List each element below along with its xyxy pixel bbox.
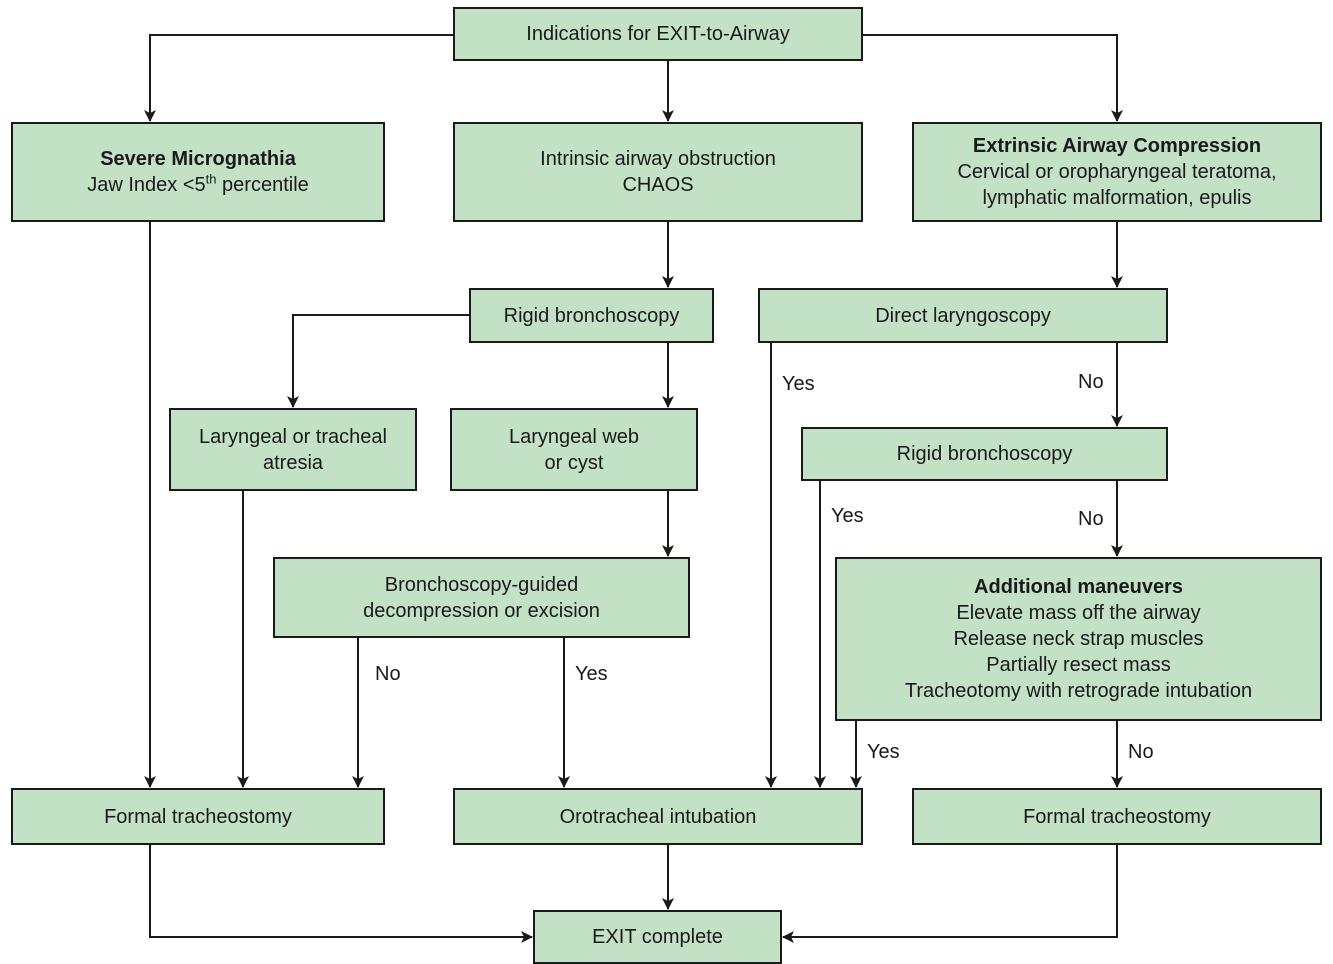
extrinsic-title: Extrinsic Airway Compression: [972, 135, 1262, 157]
formal-tracheostomy-left-node: Formal tracheostomy: [11, 788, 385, 845]
arrow-formal-trach-right-to-exit: [782, 845, 1118, 943]
exit-complete-node: EXIT complete: [533, 910, 782, 964]
extrinsic-line2: lymphatic malformation, epulis: [982, 187, 1252, 209]
formal-tracheostomy-left-label: Formal tracheostomy: [104, 805, 292, 828]
web-cyst-node: Laryngeal web or cyst: [450, 408, 698, 491]
direct-laryngoscopy-node: Direct laryngoscopy: [758, 288, 1168, 343]
label-no-maneuvers: No: [1128, 741, 1154, 763]
label-yes-maneuvers: Yes: [867, 741, 900, 763]
arrow-formal-trach-left-to-exit: [149, 845, 533, 943]
label-yes-decompression: Yes: [575, 663, 608, 685]
orotracheal-intubation-label: Orotracheal intubation: [559, 805, 757, 828]
maneuvers-item: Tracheotomy with retrograde intubation: [904, 680, 1253, 702]
atresia-node: Laryngeal or tracheal atresia: [169, 408, 417, 491]
decompression-line1: Bronchoscopy-guided: [384, 573, 579, 596]
decompression-node: Bronchoscopy-guided decompression or exc…: [273, 557, 690, 638]
label-yes-rigid-bronchoscopy: Yes: [831, 505, 864, 527]
label-no-decompression: No: [375, 663, 401, 685]
intrinsic-line1: Intrinsic airway obstruction: [540, 148, 776, 170]
root-node: Indications for EXIT-to-Airway: [453, 7, 863, 61]
decompression-line2: decompression or excision: [363, 599, 600, 622]
maneuvers-title: Additional maneuvers: [974, 576, 1183, 598]
extrinsic-node: Extrinsic Airway Compression Cervical or…: [912, 122, 1322, 222]
maneuvers-item: Elevate mass off the airway: [956, 602, 1201, 624]
direct-laryngoscopy-label: Direct laryngoscopy: [875, 304, 1051, 327]
web-cyst-line1: Laryngeal web: [508, 425, 640, 448]
extrinsic-line1: Cervical or oropharyngeal teratoma,: [957, 161, 1277, 183]
label-no-rigid-bronchoscopy: No: [1078, 508, 1104, 530]
formal-tracheostomy-right-label: Formal tracheostomy: [1023, 805, 1211, 828]
atresia-line1: Laryngeal or tracheal: [199, 425, 387, 448]
intrinsic-line2: CHAOS: [622, 174, 694, 196]
rigid-bronchoscopy-right-label: Rigid bronchoscopy: [896, 443, 1073, 465]
rigid-bronchoscopy-left-label: Rigid bronchoscopy: [503, 304, 680, 327]
formal-tracheostomy-right-node: Formal tracheostomy: [912, 788, 1322, 845]
label-yes-direct-laryngoscopy: Yes: [782, 373, 815, 395]
arrow-root-to-micrognathia: [144, 34, 453, 122]
exit-complete-label: EXIT complete: [592, 926, 723, 948]
micrognathia-detail-text: Jaw Index <5: [87, 174, 206, 196]
arrow-rigid-bronch-to-atresia: [287, 314, 469, 408]
micrognathia-node: Severe Micrognathia Jaw Index <5th perce…: [11, 122, 385, 222]
arrow-root-to-extrinsic: [863, 34, 1123, 122]
micrognathia-title: Severe Micrognathia: [100, 148, 296, 170]
maneuvers-item: Partially resect mass: [986, 654, 1171, 676]
root-label: Indications for EXIT-to-Airway: [526, 23, 790, 45]
web-cyst-line2: or cyst: [544, 451, 604, 474]
micrognathia-detail-end: percentile: [216, 174, 309, 196]
label-no-direct-laryngoscopy: No: [1078, 371, 1104, 393]
maneuvers-item: Release neck strap muscles: [953, 628, 1204, 650]
rigid-bronchoscopy-left-node: Rigid bronchoscopy: [469, 288, 714, 343]
intrinsic-node: Intrinsic airway obstruction CHAOS: [453, 122, 863, 222]
maneuvers-node: Additional maneuvers Elevate mass off th…: [835, 557, 1322, 721]
orotracheal-intubation-node: Orotracheal intubation: [453, 788, 863, 845]
atresia-line2: atresia: [262, 451, 324, 474]
rigid-bronchoscopy-right-node: Rigid bronchoscopy: [801, 427, 1168, 481]
micrognathia-detail-sup: th: [205, 171, 217, 187]
micrognathia-detail: Jaw Index <5th percentile: [87, 172, 309, 198]
